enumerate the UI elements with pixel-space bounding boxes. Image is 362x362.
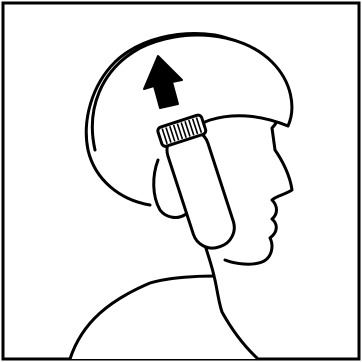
diagram-frame bbox=[0, 0, 362, 362]
illustration-svg bbox=[0, 0, 362, 362]
